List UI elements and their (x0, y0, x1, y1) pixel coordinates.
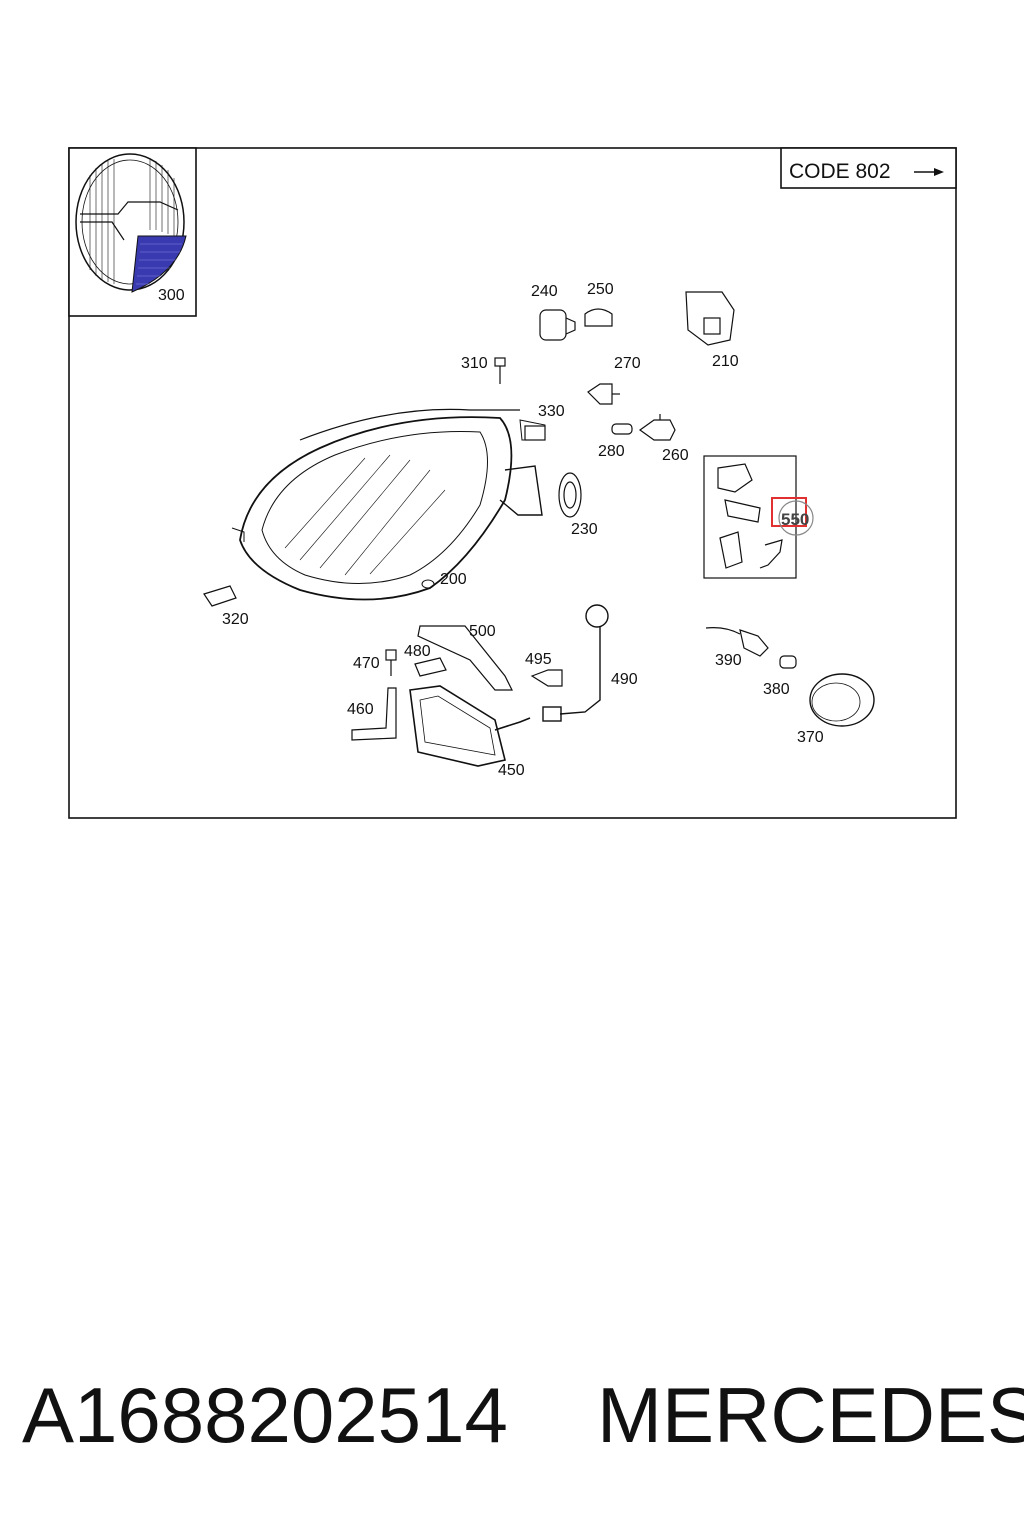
part-label: 230 (571, 521, 598, 538)
code-box: CODE 802 (780, 147, 957, 189)
adjuster-kit (703, 455, 797, 579)
highlight-label: 550 (781, 510, 809, 529)
bracket-460 (351, 687, 397, 741)
connector-330 (524, 425, 546, 441)
part-label: 240 (531, 283, 558, 300)
socket-ring-210 (685, 291, 735, 346)
part-label: 500 (469, 623, 496, 640)
part-label: 480 (404, 643, 431, 660)
bulb-socket-240 (539, 309, 576, 341)
screw-310 (494, 357, 506, 384)
highlight-box (771, 497, 807, 527)
bulb-280 (611, 423, 633, 435)
part-label: 490 (611, 671, 638, 688)
clip-480 (414, 657, 447, 677)
bulb-250 (584, 308, 613, 327)
fog-lamp-450 (409, 685, 531, 767)
bulb-495 (530, 669, 563, 687)
headlamp-housing (231, 408, 546, 601)
part-label: 200 (440, 571, 467, 588)
part-label: 470 (353, 655, 380, 672)
bracket-500 (417, 625, 513, 691)
arrow-right-icon (934, 168, 944, 176)
part-labels: 240 250 210 310 270 330 280 260 230 200 … (222, 281, 824, 779)
part-label: 310 (461, 355, 488, 372)
part-label: 495 (525, 651, 552, 668)
bulb-380 (779, 655, 797, 669)
brand-name: MERCEDES (597, 1371, 1024, 1459)
part-label: 330 (538, 403, 565, 420)
cable-490 (542, 604, 609, 722)
bulb-260 (638, 414, 676, 441)
part-label: 250 (587, 281, 614, 298)
screw-470 (385, 649, 397, 676)
code-label: CODE 802 (789, 160, 891, 183)
part-label: 390 (715, 652, 742, 669)
diagram-frame (68, 147, 957, 819)
bulb-270 (587, 383, 620, 405)
parts-diagram: 300 CODE 802 (68, 147, 957, 819)
bulb-390 (705, 627, 769, 657)
lamp-lens-370 (809, 673, 875, 727)
part-label: 210 (712, 353, 739, 370)
callout-circle (778, 500, 814, 536)
part-label: 450 (498, 762, 525, 779)
inset-label: 300 (158, 287, 185, 304)
cap-230 (558, 472, 582, 518)
part-label: 280 (598, 443, 625, 460)
inset-lamp-view: 300 (68, 147, 197, 317)
part-label: 260 (662, 447, 689, 464)
footer: A1688202514 MERCEDES (0, 1370, 1024, 1470)
part-number: A1688202514 (22, 1371, 508, 1459)
part-label: 380 (763, 681, 790, 698)
clip-320 (203, 585, 237, 607)
part-label: 270 (614, 355, 641, 372)
part-label: 460 (347, 701, 374, 718)
part-label: 370 (797, 729, 824, 746)
part-label: 320 (222, 611, 249, 628)
